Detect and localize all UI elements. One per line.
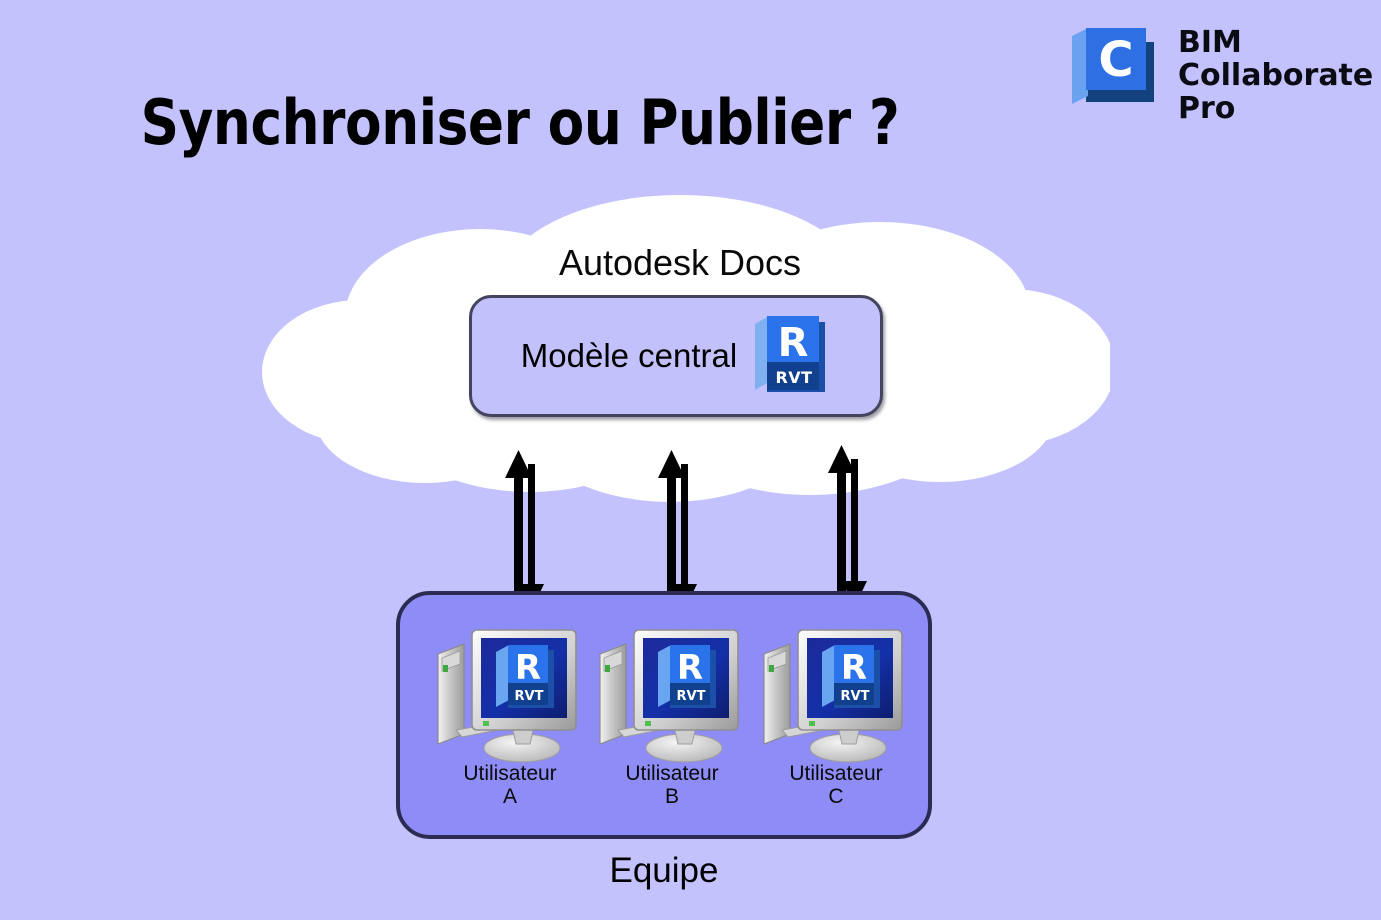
svg-text:C: C	[1098, 32, 1133, 88]
svg-text:R: R	[515, 648, 541, 688]
user-name-line-1: Utilisateur	[789, 762, 883, 785]
svg-text:RVT: RVT	[776, 368, 813, 387]
workstation-b[interactable]: R RVT Utilisateur B	[592, 618, 752, 808]
central-model-label: Modèle central	[520, 337, 738, 374]
computer-icon: R RVT	[437, 629, 577, 763]
user-label-a: Utilisateur A	[430, 762, 590, 808]
team-label: Equipe	[609, 851, 719, 890]
svg-text:R: R	[841, 648, 867, 688]
computer-icon: R RVT	[763, 629, 903, 763]
rvt-file-icon: R RVT	[755, 316, 826, 392]
bim-collaborate-pro-logo: C BIM Collaborate Pro	[1066, 22, 1373, 125]
user-label-b: Utilisateur B	[592, 762, 752, 808]
upload-arrow-a	[505, 450, 532, 604]
bim-collaborate-pro-wordmark: BIM Collaborate Pro	[1178, 22, 1373, 125]
user-name-line-2: A	[502, 785, 517, 808]
upload-arrow-c	[828, 445, 855, 603]
brand-line-1: BIM	[1178, 25, 1242, 60]
user-label-c: Utilisateur C	[756, 762, 916, 808]
user-name-line-2: B	[664, 785, 679, 808]
workstation-a[interactable]: R RVT Utilisateur A	[430, 618, 590, 808]
upload-arrow-b	[658, 450, 685, 604]
user-name-line-2: C	[828, 785, 844, 808]
brand-line-2: Collaborate	[1178, 58, 1374, 93]
svg-text:RVT: RVT	[677, 689, 706, 704]
cloud-label: Autodesk Docs	[558, 242, 802, 283]
bim-collaborate-pro-icon: C	[1066, 22, 1164, 114]
svg-text:RVT: RVT	[841, 689, 870, 704]
user-name-line-1: Utilisateur	[625, 762, 719, 785]
computer-icon: R RVT	[599, 629, 739, 763]
brand-line-3: Pro	[1178, 91, 1236, 126]
svg-text:RVT: RVT	[515, 689, 544, 704]
workstation-c[interactable]: R RVT Utilisateur C	[756, 618, 916, 808]
svg-text:R: R	[677, 648, 703, 688]
user-name-line-1: Utilisateur	[463, 762, 557, 785]
page-title: Synchroniser ou Publier ?	[140, 86, 900, 159]
central-model-box[interactable]: Modèle central R RVT	[469, 295, 883, 417]
svg-text:R: R	[778, 320, 809, 366]
